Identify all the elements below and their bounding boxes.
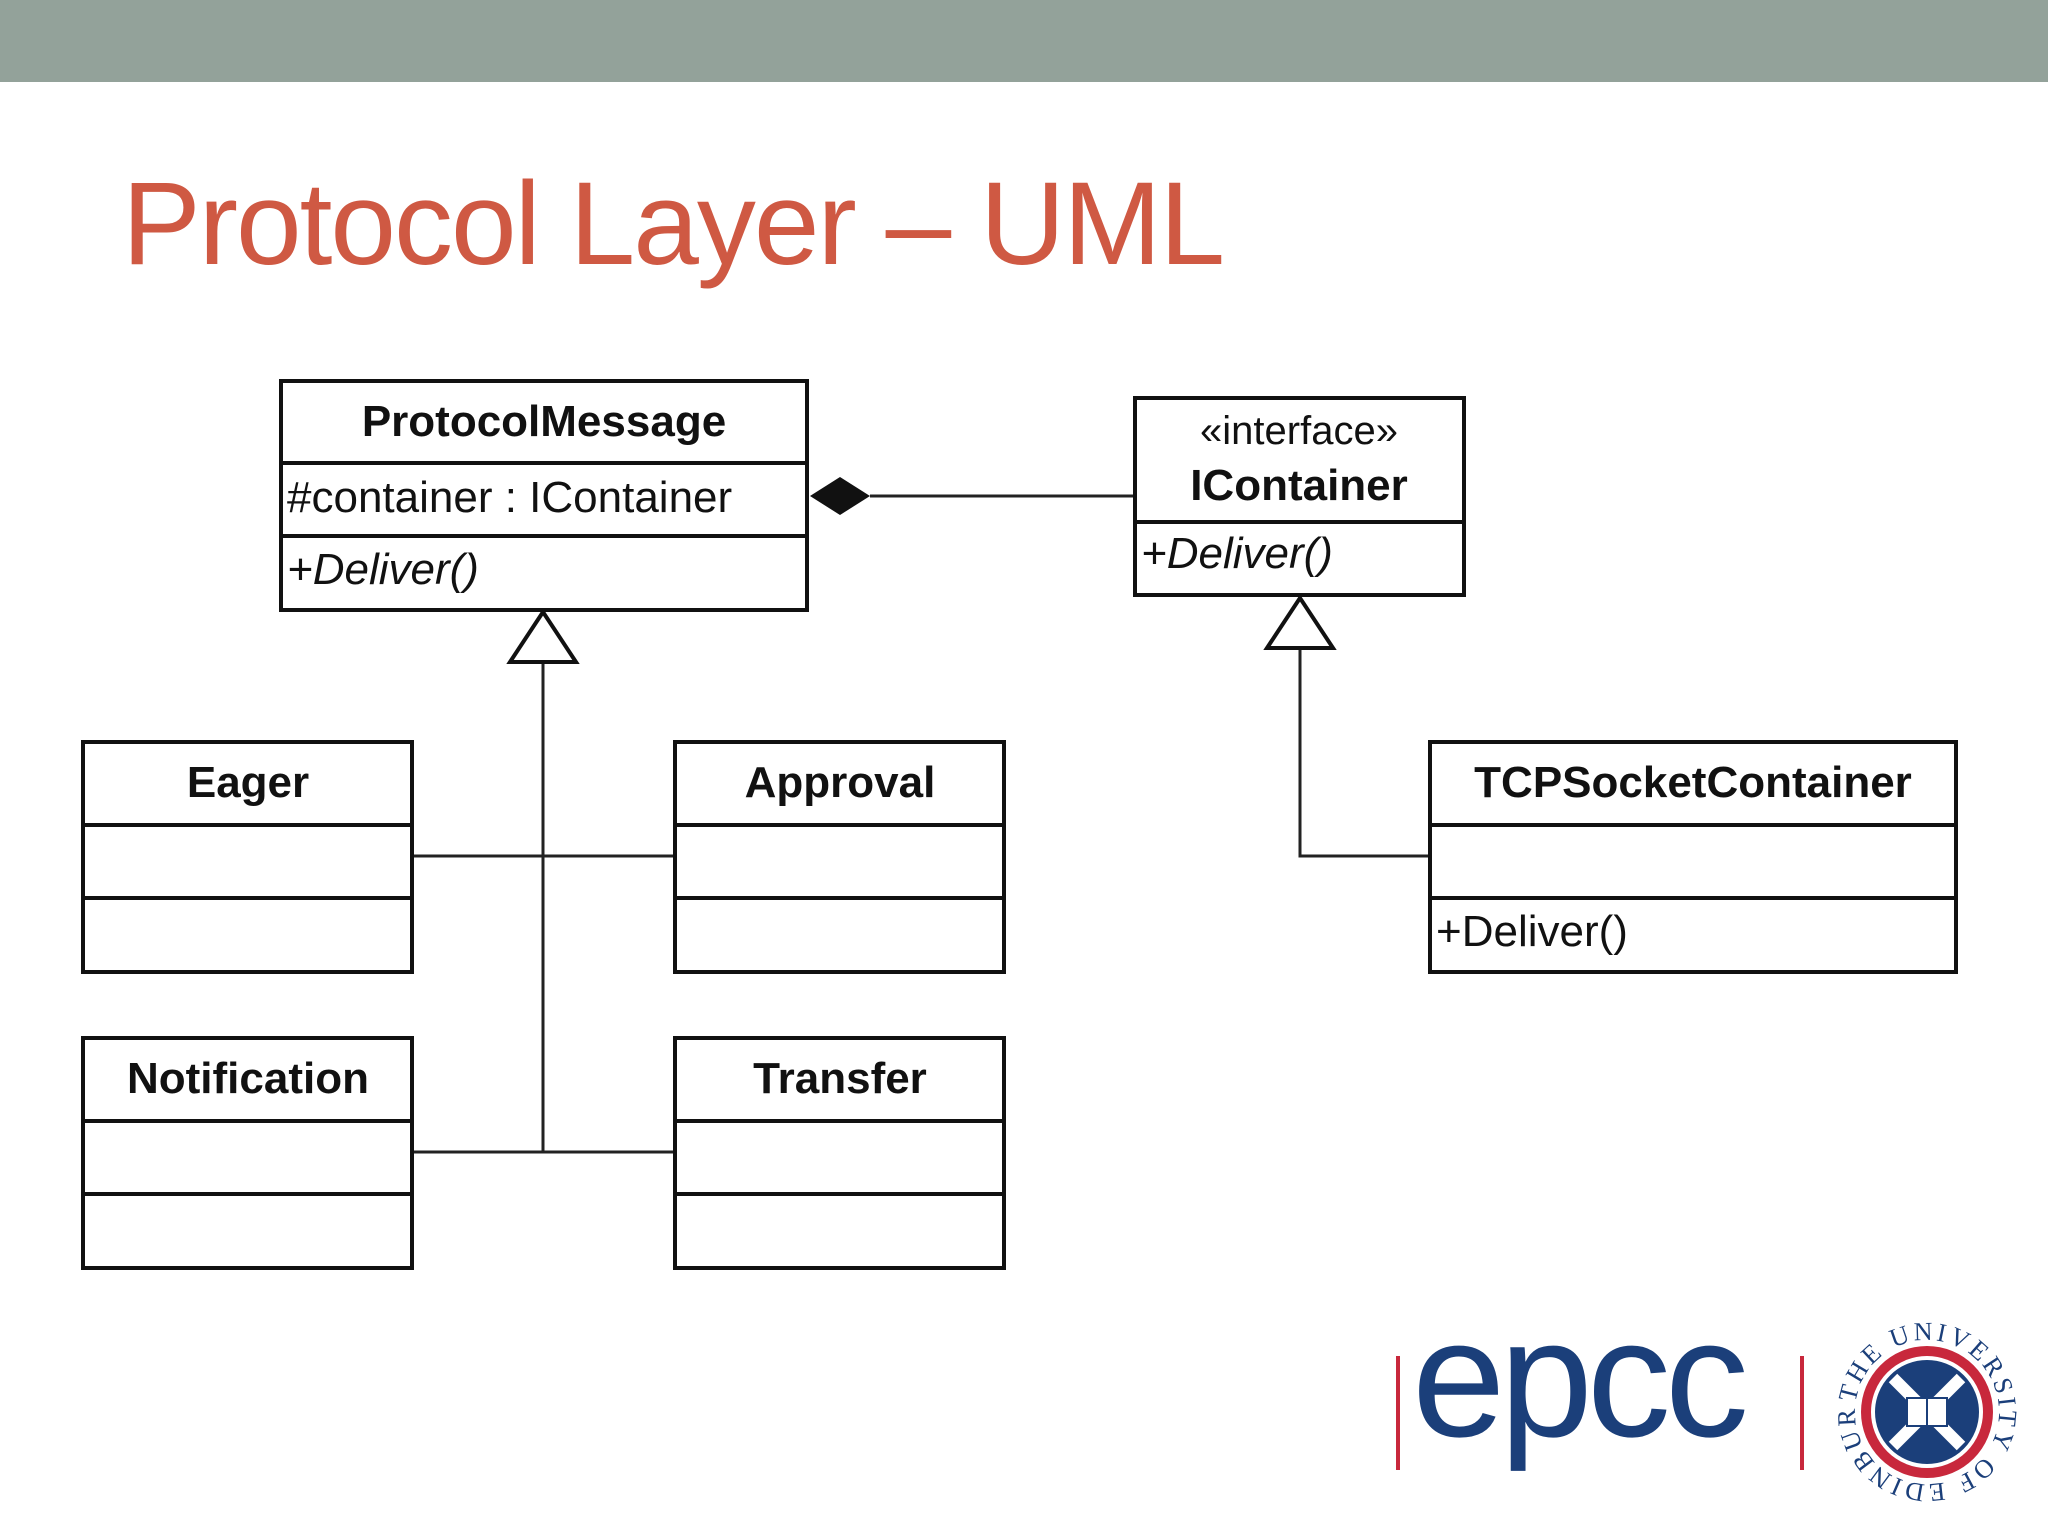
class-name: Notification [127, 1054, 369, 1103]
class-name: Transfer [753, 1054, 927, 1103]
class-box [81, 1036, 414, 1270]
class-operation: +Deliver() [1436, 907, 1628, 956]
class-notification: Notification [81, 1036, 414, 1270]
tcp-socket-container-connector [1298, 648, 1430, 858]
class-box [673, 1036, 1006, 1270]
class-stereotype: «interface» [1200, 409, 1398, 453]
logo-bar-left [1396, 1356, 1400, 1470]
class-icontainer: «interface» IContainer +Deliver() [1133, 396, 1466, 597]
class-eager: Eager [81, 740, 414, 974]
class-box [673, 740, 1006, 974]
generalization-arrow-protocol-message [506, 608, 580, 664]
class-box [1133, 396, 1466, 597]
inheritance-connectors [412, 494, 1430, 1154]
epcc-wordmark: epcc [1412, 1284, 1745, 1472]
slide-title: Protocol Layer – UML [122, 158, 1225, 290]
class-transfer: Transfer [673, 1036, 1006, 1270]
class-attribute: #container : IContainer [287, 473, 732, 522]
class-name: TCPSocketContainer [1474, 758, 1912, 807]
class-box [279, 379, 809, 612]
class-name: ProtocolMessage [362, 397, 726, 446]
epcc-logo: epcc [1396, 1284, 1804, 1472]
class-tcp-socket-container: TCPSocketContainer +Deliver() [1428, 740, 1958, 974]
top-bar [0, 0, 2048, 82]
class-box [81, 740, 414, 974]
class-operation: +Deliver() [1141, 529, 1333, 578]
class-name: Approval [745, 758, 936, 807]
composition-diamond [810, 477, 870, 515]
generalization-arrow-icontainer [1263, 594, 1337, 650]
logo-bar-right [1800, 1356, 1804, 1470]
class-name: IContainer [1190, 461, 1408, 510]
class-protocol-message: ProtocolMessage #container : IContainer … [279, 379, 809, 612]
class-name: Eager [187, 758, 309, 807]
class-box [1428, 740, 1958, 974]
class-operation: +Deliver() [287, 545, 479, 594]
class-approval: Approval [673, 740, 1006, 974]
